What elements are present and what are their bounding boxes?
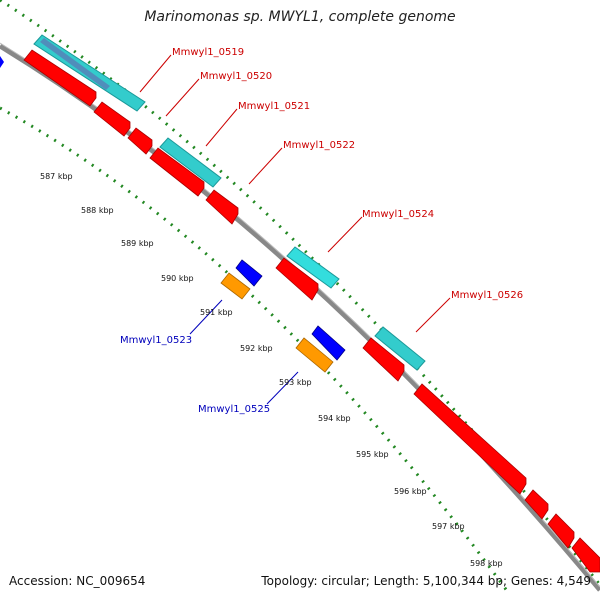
gene-bar-0524 bbox=[286, 246, 340, 289]
genome-title: Marinomonas sp. MWYL1, complete genome bbox=[144, 9, 456, 25]
cds-arrow-0524 bbox=[275, 257, 319, 301]
tick-label: 589 kbp bbox=[121, 239, 154, 248]
cds-arrow-left-edge bbox=[0, 56, 4, 68]
gene-bar-0523 bbox=[220, 272, 251, 300]
tick-label: 594 kbp bbox=[318, 414, 351, 423]
tick-label: 588 kbp bbox=[81, 206, 114, 215]
cds-arrow-0523 bbox=[235, 259, 263, 287]
gene-label: Mmwyl1_0520 bbox=[200, 71, 272, 82]
gene-labels-plus: Mmwyl1_0519 Mmwyl1_0520 Mmwyl1_0521 Mmwy… bbox=[172, 47, 523, 301]
cds-arrow-0529 bbox=[571, 537, 600, 573]
cds-features-minus bbox=[0, 56, 346, 373]
gene-bar-0526 bbox=[374, 326, 426, 371]
tick-label: 596 kbp bbox=[394, 487, 427, 496]
tick-label: 590 kbp bbox=[161, 274, 194, 283]
gene-label: Mmwyl1_0525 bbox=[198, 404, 270, 415]
gene-labels-minus: Mmwyl1_0523 Mmwyl1_0525 bbox=[120, 335, 270, 415]
cds-arrow-0525 bbox=[311, 325, 346, 361]
genome-backbone bbox=[0, 42, 600, 592]
tick-label: 598 kbp bbox=[470, 559, 503, 568]
gene-bar-0525 bbox=[295, 337, 334, 373]
tick-label: 591 kbp bbox=[200, 308, 233, 317]
cds-arrow-0526b bbox=[413, 383, 527, 495]
cds-arrow-0519 bbox=[23, 49, 97, 107]
cds-features-plus bbox=[23, 49, 600, 573]
gene-label: Mmwyl1_0526 bbox=[451, 290, 523, 301]
accession-text: Accession: NC_009654 bbox=[9, 574, 146, 588]
gene-features-plus bbox=[33, 34, 426, 371]
cds-arrow-0527 bbox=[524, 489, 549, 520]
gene-bar-0521 bbox=[159, 137, 222, 188]
gene-label: Mmwyl1_0523 bbox=[120, 335, 192, 346]
cds-arrow-0522 bbox=[205, 189, 239, 225]
tick-labels: 587 kbp 588 kbp 589 kbp 590 kbp 591 kbp … bbox=[40, 172, 503, 568]
gene-label: Mmwyl1_0519 bbox=[172, 47, 244, 58]
cds-arrow-0521a bbox=[127, 127, 153, 155]
gene-label: Mmwyl1_0524 bbox=[362, 209, 434, 220]
cds-arrow-0520 bbox=[93, 101, 131, 137]
cds-arrow-0521b bbox=[149, 147, 205, 197]
gene-label: Mmwyl1_0521 bbox=[238, 101, 310, 112]
tick-label: 592 kbp bbox=[240, 344, 273, 353]
tick-label: 595 kbp bbox=[356, 450, 389, 459]
cds-arrow-0526a bbox=[362, 337, 405, 382]
outer-ring-ticks bbox=[0, 0, 600, 586]
tick-label: 587 kbp bbox=[40, 172, 73, 181]
gene-label: Mmwyl1_0522 bbox=[283, 140, 355, 151]
cds-arrow-0528 bbox=[547, 513, 575, 549]
tick-label: 597 kbp bbox=[432, 522, 465, 531]
topology-summary: Topology: circular; Length: 5,100,344 bp… bbox=[261, 574, 591, 588]
tick-label: 593 kbp bbox=[279, 378, 312, 387]
label-leader-lines bbox=[139, 54, 451, 405]
